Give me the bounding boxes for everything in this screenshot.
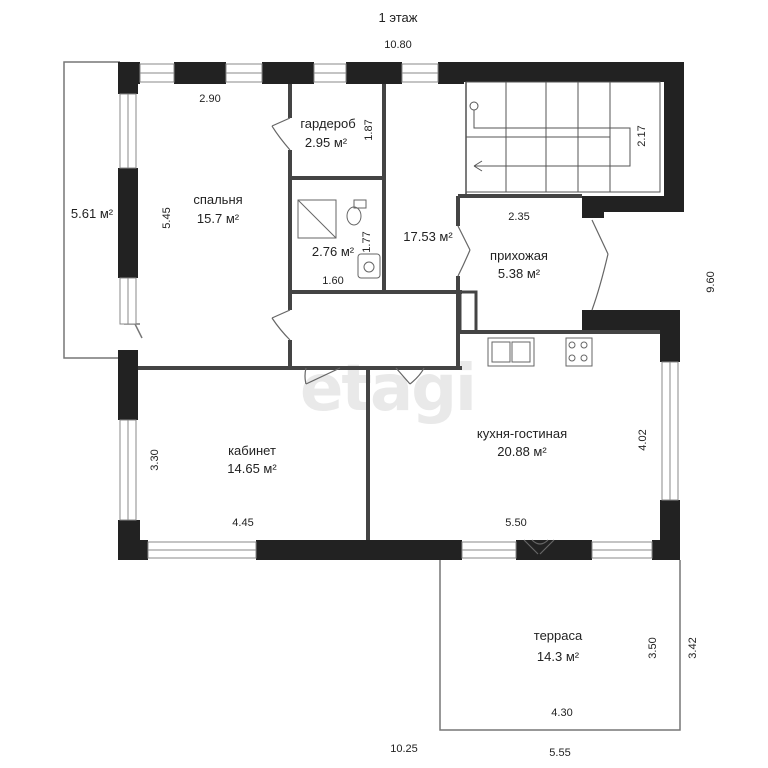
room-name-wardrobe: гардероб [300, 116, 355, 131]
kitchen-fixtures [487, 337, 593, 367]
room-area-wardrobe: 2.95 м² [305, 135, 348, 150]
dim-terrace-width: 4.30 [551, 707, 572, 719]
room-area-terrace: 14.3 м² [537, 649, 580, 664]
dim-entry-width: 2.35 [508, 211, 529, 223]
windows [119, 63, 679, 559]
bathroom-fixtures [297, 199, 381, 279]
dim-bath-height: 1.77 [361, 231, 373, 252]
dim-bottom-total: 10.25 [390, 743, 418, 755]
room-name-kitchen: кухня-гостиная [477, 426, 567, 441]
room-name-entry: прихожая [490, 248, 548, 263]
room-name-bedroom: спальня [193, 192, 242, 207]
dim-stair: 2.17 [636, 125, 648, 146]
dim-wardrobe-height: 1.87 [363, 119, 375, 140]
terrace-outline [439, 560, 681, 731]
dim-kitchen-width: 5.50 [505, 517, 526, 529]
floor-title: 1 этаж [379, 10, 418, 25]
room-name-study: кабинет [228, 443, 276, 458]
room-area-balcony: 5.61 м² [71, 206, 114, 221]
watermark: etagi [300, 352, 475, 426]
room-area-bedroom: 15.7 м² [197, 211, 240, 226]
room-area-bathroom: 2.76 м² [312, 244, 355, 259]
dim-terrace-height-outer: 3.42 [687, 637, 699, 658]
room-area-study: 14.65 м² [227, 461, 277, 476]
room-name-terrace: терраса [534, 628, 583, 643]
dim-study-width: 4.45 [232, 517, 253, 529]
closet-box [458, 290, 478, 334]
dim-kitchen-height: 4.02 [637, 429, 649, 450]
dim-terrace-height-inner: 3.50 [647, 637, 659, 658]
room-area-kitchen: 20.88 м² [497, 444, 547, 459]
dim-bath-width: 1.60 [322, 275, 343, 287]
doors [271, 117, 609, 555]
exterior-walls [118, 62, 684, 560]
room-area-entry: 5.38 м² [498, 266, 541, 281]
room-area-hall: 17.53 м² [403, 229, 453, 244]
dim-bottom-terrace: 5.55 [549, 747, 570, 759]
dim-study-height: 3.30 [149, 449, 161, 470]
dim-top-total: 10.80 [384, 39, 412, 51]
dim-bedroom-width: 2.90 [199, 93, 220, 105]
dim-right-total: 9.60 [705, 271, 717, 292]
interior-walls [138, 82, 660, 540]
dim-bedroom-height: 5.45 [161, 207, 173, 228]
staircase [465, 81, 661, 193]
